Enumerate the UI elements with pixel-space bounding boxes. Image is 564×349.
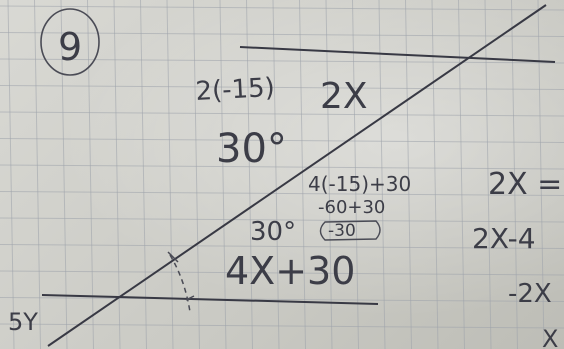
grid-line-vertical	[87, 0, 94, 349]
bottom-angle-expression: 4X+30	[225, 249, 355, 293]
grid-line-vertical	[113, 0, 121, 349]
grid-line-horizontal	[0, 32, 564, 37]
grid-line-vertical	[246, 0, 253, 349]
grid-line-vertical	[140, 0, 147, 349]
grid-line-horizontal	[0, 244, 564, 249]
grid-line-horizontal	[0, 85, 564, 90]
problem-number-circle	[40, 8, 100, 76]
grid-line-horizontal	[0, 270, 564, 276]
top-angle-expression: 2X	[320, 76, 368, 117]
grid-line-vertical	[325, 0, 333, 349]
grid-line-vertical	[272, 0, 280, 349]
equation-line-4: X	[542, 325, 558, 349]
circled-minus-thirty	[319, 220, 381, 241]
problem-number: 9	[58, 25, 82, 69]
work-line-3: -30	[328, 221, 356, 241]
transversal-line	[47, 4, 547, 347]
corner-label: 5Y	[8, 308, 38, 336]
grid-line-vertical	[60, 0, 68, 349]
arc-tick-1	[167, 251, 179, 263]
equation-line-1: 2X =	[488, 167, 562, 202]
arc-tick-2	[185, 295, 195, 301]
grid-line-vertical	[34, 0, 41, 349]
grid-line-vertical	[166, 0, 174, 349]
top-substitution: 2(-15)	[195, 73, 276, 107]
grid-line-horizontal	[0, 297, 564, 302]
equation-line-2: 2X-4	[472, 222, 536, 255]
grid-line-horizontal	[0, 164, 564, 170]
grid-line-vertical	[352, 0, 359, 349]
grid-line-horizontal	[0, 323, 564, 329]
angle-arc	[169, 254, 191, 313]
top-parallel-line	[239, 46, 556, 63]
equation-line-3: -2X	[508, 279, 552, 309]
grid-line-vertical	[431, 0, 439, 349]
grid-line-vertical	[7, 0, 15, 349]
work-line-2: -60+30	[318, 197, 385, 218]
grid-line-horizontal	[0, 217, 564, 223]
grid-line-vertical	[378, 0, 386, 349]
top-angle-value: 30°	[216, 126, 287, 172]
grid-line-vertical	[537, 0, 545, 349]
bottom-parallel-line	[41, 294, 379, 305]
grid-line-horizontal	[0, 111, 564, 117]
grid-line-vertical	[405, 0, 412, 349]
grid-line-horizontal	[0, 191, 564, 196]
grid-line-vertical	[299, 0, 306, 349]
grid-line-horizontal	[0, 5, 564, 11]
work-line-1: 4(-15)+30	[308, 172, 411, 196]
bottom-angle-value: 30°	[250, 217, 296, 247]
grid-line-vertical	[511, 0, 518, 349]
grid-line-horizontal	[0, 138, 564, 143]
grid-line-vertical	[219, 0, 227, 349]
grid-line-vertical	[193, 0, 200, 349]
